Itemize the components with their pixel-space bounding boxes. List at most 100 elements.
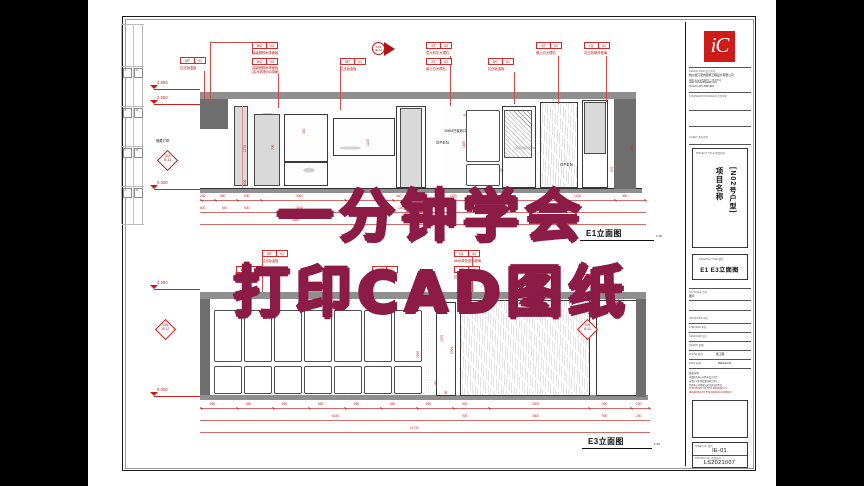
dimension-value: 870 [610,166,614,172]
level-rule [154,396,206,397]
dimension-value: 2200 [450,347,454,354]
callout-leader [210,42,252,43]
drawing-title-value: E1 E3立面图 [700,267,739,274]
dimension-value: 850 [282,402,288,406]
door-frame [436,302,456,396]
wall-tile [304,366,332,394]
callout-leader [606,56,607,102]
section-marker-code: D02 [375,44,382,49]
material-callout: ST 02 [426,58,452,65]
project-title-label: PROJECT TITLE 项目名称 [696,152,725,155]
material-callout: MT 01 [340,58,366,65]
dimension-line [200,420,650,421]
copyright-line-1: 本图纸为本公司所有设计文件 [689,377,718,379]
wall-return [200,299,210,397]
callout-description: 8MM茶色夹胶玻璃 [454,259,481,263]
ceiling-slab [200,92,636,99]
project-no-value: LS2021007 [703,460,736,466]
revision-cell: 02 [134,108,143,118]
wall-tile [364,310,392,362]
level-marker-triangle [150,100,158,104]
dimension-value: 90 [484,194,488,198]
door-frame [396,106,426,188]
wall-panel-outline [284,114,328,162]
callout-code: WD [237,267,251,272]
dimension-line [200,212,646,213]
dimension-value: 1230 [574,194,581,198]
dimension-value: 150 [412,194,418,198]
dimension-value: 900 [602,402,608,406]
wall-panel-outline [333,118,395,156]
material-callout: MT 01 [372,266,398,273]
wall-tile [244,310,272,362]
wall-tile [214,366,242,394]
dimension-value: 480 [434,380,438,386]
dimension-value: 440 [396,194,402,198]
material-callout: WD 02 [236,266,262,273]
note-curtain: 窗帘（造型） [596,273,616,277]
date-label: DATE 日期 [689,362,701,365]
callout-code: MT [181,58,195,63]
open-label: OPEN [436,140,450,145]
callout-number: 01 [280,251,284,256]
dimension-value: 1150 [416,206,423,210]
dimension-value: 3300 [532,414,539,418]
dimension-value: 640 [222,206,228,210]
dimension-value: 1525 [462,141,466,148]
dimension-value: 4100 [530,218,537,222]
level-marker-triangle [150,85,158,89]
drawing-title-box [692,254,748,280]
level-rule [154,104,200,105]
callout-number: 02 [472,251,476,256]
callout-description-line1: 高级雅棕木饰面板 [252,66,279,70]
dimension-value: 200 [636,402,642,406]
dimension-value: 400 [622,194,628,198]
copyright-notice-title: 版权声明 [689,372,699,375]
company-address-3: TEL/FAX: 0571-8888 6666 [689,86,714,88]
ceiling-slab [200,292,646,299]
section-marker-sheet: IE-11 [374,47,383,52]
drawn-label: DRAWN 制图 [689,344,704,347]
material-callout: WD 03 [252,58,278,65]
cad-drawing-area: 2.850 2.550 0.000 [144,22,664,462]
copyright-red-2: RESERVED BY THE DESIGN COMPANY [689,392,732,394]
wall-tile [334,310,362,362]
dimension-value: 700 [271,144,275,150]
callout-description: 拉丝钛金板 [454,275,471,279]
callout-number: 01 [358,59,362,64]
view-title: E3立面图 [588,437,624,446]
ceiling-slab-edge [200,99,228,129]
phase-label: PHASE 阶段 [689,353,703,356]
callout-code: GL [455,251,469,256]
dimension-value: 850 [426,402,432,406]
callout-code: ST [537,43,551,48]
dimension-value: 1140 [366,139,370,146]
callout-leader [278,74,279,108]
dimension-value: 850 [210,402,216,406]
callout-description: 高级雅棕木饰面板 [252,51,279,55]
revision-cell: 03 [134,148,143,158]
revision-cell: C [123,148,132,158]
dimension-value: 1400 [630,145,634,152]
wall-tile [394,310,422,362]
callout-code: GL [585,43,599,48]
sheet-no-value: IE-01 [712,448,727,454]
dimension-line [200,408,650,409]
material-callout: MT 01 [180,57,206,64]
wall-tile [394,366,422,394]
dimension-value: 1150 [450,194,457,198]
wood-veneer-finish [460,300,590,396]
project-name-unit: [N02号户型] [729,167,736,214]
revision-cell: 04 [134,188,143,198]
callout-number: 01 [472,267,476,272]
section-arrow-icon [384,42,395,56]
dimension-value: 5480 [292,218,299,222]
callout-number: 03 [270,43,274,48]
callout-code: MT [489,59,503,64]
floor-slab [200,189,642,193]
callout-description: 爵士白大理石 [426,67,446,71]
callout-leader [204,71,205,99]
dimension-value: 3160 [296,206,303,210]
dimension-value: 1150 [412,218,419,222]
callout-leader [252,42,253,54]
